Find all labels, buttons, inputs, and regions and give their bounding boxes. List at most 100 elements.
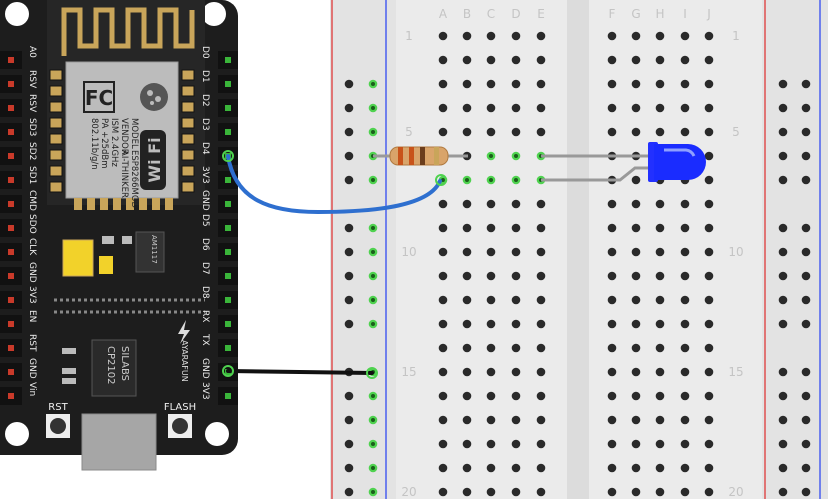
header-pin bbox=[8, 129, 14, 135]
module-pad bbox=[74, 198, 82, 210]
mount-hole bbox=[5, 2, 29, 26]
breadboard-hole bbox=[631, 271, 641, 281]
smd-part bbox=[62, 368, 76, 374]
breadboard-hole bbox=[631, 55, 641, 65]
header-pin bbox=[225, 57, 231, 63]
breadboard-hole bbox=[680, 271, 690, 281]
rail-hole bbox=[344, 487, 354, 497]
breadboard-hole bbox=[655, 295, 665, 305]
breadboard-hole bbox=[704, 151, 714, 161]
column-label: J bbox=[706, 7, 711, 21]
module-pad bbox=[49, 117, 63, 129]
breadboard-hole bbox=[438, 295, 448, 305]
pin-label: D0 bbox=[200, 46, 210, 59]
header-pin bbox=[225, 321, 231, 327]
usb-chip bbox=[91, 339, 137, 397]
breadboard-hole bbox=[680, 199, 690, 209]
header-pin bbox=[8, 321, 14, 327]
module-text-line: MODEL bbox=[129, 118, 139, 149]
breadboard-hole bbox=[680, 103, 690, 113]
breadboard-hole bbox=[536, 199, 546, 209]
breadboard-hole bbox=[486, 271, 496, 281]
breadboard-hole bbox=[438, 103, 448, 113]
breadboard-hole bbox=[536, 31, 546, 41]
column-label: F bbox=[609, 7, 616, 21]
breadboard-hole bbox=[631, 223, 641, 233]
breadboard-hole bbox=[704, 487, 714, 497]
header-pin bbox=[8, 177, 14, 183]
header-pin bbox=[8, 297, 14, 303]
breadboard-hole bbox=[655, 319, 665, 329]
pin-label: EN bbox=[27, 310, 37, 322]
breadboard-hole bbox=[704, 343, 714, 353]
flash-button[interactable] bbox=[168, 414, 192, 438]
module-text-line: AI-THINKER bbox=[119, 150, 129, 198]
usb-port bbox=[81, 413, 157, 471]
row-number: 10 bbox=[728, 245, 743, 259]
breadboard-hole bbox=[607, 367, 617, 377]
breadboard-hole bbox=[462, 103, 472, 113]
usb-chip-line: CP2102 bbox=[105, 346, 116, 384]
resistor-body bbox=[389, 146, 449, 166]
header-pin bbox=[8, 225, 14, 231]
header-pin bbox=[8, 345, 14, 351]
globe-logo bbox=[140, 83, 168, 111]
rail-hole bbox=[801, 271, 811, 281]
module-pad bbox=[181, 69, 195, 81]
pin-label: 3V3 bbox=[200, 382, 210, 400]
rail-hole bbox=[371, 466, 375, 470]
breadboard-hole bbox=[462, 415, 472, 425]
rail-hole bbox=[371, 106, 375, 110]
rail-hole bbox=[344, 463, 354, 473]
antenna-trace bbox=[61, 7, 195, 56]
header-pin bbox=[225, 273, 231, 279]
breadboard-hole bbox=[489, 178, 493, 182]
module-text-line: PA +25dBm bbox=[99, 118, 109, 169]
breadboard-hole bbox=[438, 127, 448, 137]
breadboard-hole bbox=[462, 487, 472, 497]
resistor-band bbox=[409, 147, 414, 165]
mount-hole bbox=[205, 422, 229, 446]
row-number: 15 bbox=[401, 365, 416, 379]
breadboard-hole bbox=[680, 463, 690, 473]
blue-led bbox=[541, 142, 706, 182]
breadboard-hole bbox=[536, 79, 546, 89]
rail-hole bbox=[778, 367, 788, 377]
rail-hole bbox=[801, 151, 811, 161]
breadboard-hole bbox=[438, 343, 448, 353]
wifi-logo-text: Wi Fi bbox=[145, 137, 164, 182]
breadboard-hole bbox=[704, 439, 714, 449]
blue-wire bbox=[226, 154, 442, 215]
header-pin bbox=[8, 201, 14, 207]
center-channel bbox=[567, 0, 589, 499]
breadboard-hole bbox=[607, 223, 617, 233]
breadboard-hole bbox=[655, 391, 665, 401]
header-pin bbox=[225, 249, 231, 255]
breadboard-hole bbox=[486, 415, 496, 425]
rail-hole bbox=[778, 79, 788, 89]
pin-label: CLK bbox=[27, 238, 37, 256]
breadboard-hole bbox=[462, 79, 472, 89]
column-label: H bbox=[655, 7, 664, 21]
breadboard-hole bbox=[680, 319, 690, 329]
breadboard-hole bbox=[486, 463, 496, 473]
module-pad bbox=[49, 133, 63, 145]
header-pin bbox=[8, 57, 14, 63]
row-number: 20 bbox=[728, 485, 743, 499]
header-pin bbox=[225, 105, 231, 111]
breadboard-hole bbox=[486, 223, 496, 233]
breadboard-hole bbox=[462, 463, 472, 473]
breadboard-hole bbox=[680, 127, 690, 137]
row-number: 5 bbox=[405, 125, 413, 139]
breadboard-hole bbox=[607, 463, 617, 473]
pin-label: D6 bbox=[200, 238, 210, 251]
regulator-chip bbox=[135, 231, 165, 273]
module-text-line: 802.11b/g/n bbox=[89, 118, 99, 170]
regulator-label: AM1117 bbox=[150, 235, 158, 264]
breadboard-hole bbox=[631, 343, 641, 353]
rst-button[interactable] bbox=[46, 414, 70, 438]
column-label: G bbox=[631, 7, 640, 21]
rail-hole bbox=[344, 151, 354, 161]
